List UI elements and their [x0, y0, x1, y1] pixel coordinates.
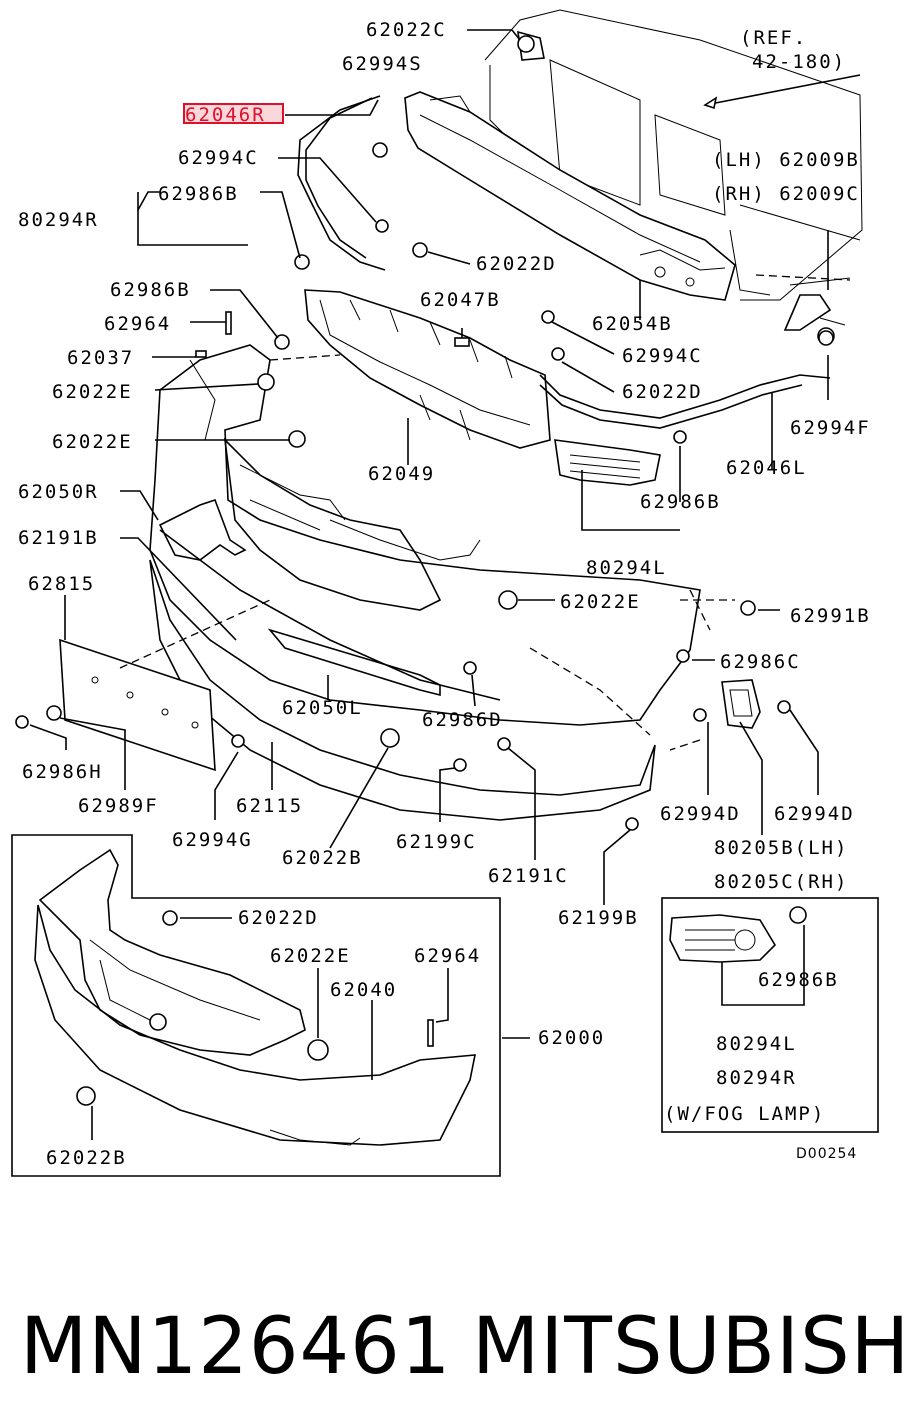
label-62191B: 62191B — [18, 527, 99, 549]
label-80205C: 80205C(RH) — [714, 871, 848, 893]
ref-label-1: (REF. — [740, 27, 807, 49]
label-62022D-3: 62022D — [238, 907, 319, 929]
label-62022D-2: 62022D — [622, 381, 703, 403]
label-62994G: 62994G — [172, 829, 253, 851]
label-62986C: 62986C — [720, 651, 801, 673]
label-62022E-2: 62022E — [52, 431, 133, 453]
label-62199C: 62199C — [396, 831, 477, 853]
ref-label-2: 42-180) — [752, 51, 846, 73]
ref-leader — [704, 74, 861, 106]
bumper-cover-main — [149, 344, 701, 726]
label-62994F: 62994F — [790, 417, 871, 439]
brand-name: MITSUBISHI — [472, 1302, 909, 1392]
label-62022C: 62022C — [366, 19, 447, 41]
inset-bumper-assembly — [11, 834, 530, 1177]
label-62022B-1: 62022B — [282, 847, 363, 869]
label-62191C: 62191C — [488, 865, 569, 887]
label-62050R: 62050R — [18, 481, 99, 503]
label-62047B: 62047B — [420, 289, 501, 311]
label-62991B: 62991B — [790, 605, 871, 627]
lower-cover-62115 — [149, 559, 656, 821]
ref-arrow-head — [703, 96, 718, 110]
bumper-reinforcement-beam — [404, 91, 736, 301]
label-80294R: 80294R — [18, 209, 99, 231]
label-62115: 62115 — [236, 795, 303, 817]
label-62046L: 62046L — [726, 457, 807, 479]
inset-fog-lamp — [661, 897, 879, 1133]
absorber-strip — [159, 529, 501, 701]
label-62009B: (LH) 62009B — [712, 149, 860, 171]
label-80205B: 80205B(LH) — [714, 837, 848, 859]
label-62046R: 62046R — [185, 104, 266, 126]
highlight-box — [183, 103, 284, 124]
label-62037: 62037 — [67, 347, 134, 369]
part-number: MN126461 — [20, 1302, 452, 1392]
label-62049: 62049 — [368, 463, 435, 485]
label-62986B-2: 62986B — [110, 279, 191, 301]
label-62815: 62815 — [28, 573, 95, 595]
label-fog-note: (W/FOG LAMP) — [664, 1103, 825, 1125]
label-80294R-2: 80294R — [716, 1067, 797, 1089]
label-62986H: 62986H — [22, 761, 103, 783]
highlight-fill — [184, 104, 283, 123]
grille-support-62049 — [304, 289, 551, 449]
label-62022B-2: 62022B — [46, 1147, 127, 1169]
label-62022E-1: 62022E — [52, 381, 133, 403]
label-62986B-1: 62986B — [158, 183, 239, 205]
footer: MN126461 MITSUBISHI — [0, 1262, 909, 1424]
label-62022D-1: 62022D — [476, 253, 557, 275]
label-62022E-4: 62022E — [270, 945, 351, 967]
label-62989F: 62989F — [78, 795, 159, 817]
label-80294L-1: 80294L — [586, 557, 667, 579]
leader-lines — [29, 29, 851, 905]
label-62040: 62040 — [330, 979, 397, 1001]
label-62009C: (RH) 62009C — [712, 183, 860, 205]
part-labels: (REF. 42-180) 62022C 62994S 62046R 62994… — [18, 19, 871, 1169]
bracket-62050R — [158, 498, 247, 561]
label-62964-2: 62964 — [414, 945, 481, 967]
label-62050L: 62050L — [282, 697, 363, 719]
fasteners — [15, 35, 834, 831]
label-62199B: 62199B — [558, 907, 639, 929]
bracket-62046L — [539, 374, 831, 429]
diagram-code: D00254 — [796, 1146, 857, 1162]
label-62986D: 62986D — [422, 709, 503, 731]
label-62994C-top: 62994C — [178, 147, 259, 169]
label-62986B-4: 62986B — [758, 969, 839, 991]
label-62964-1: 62964 — [104, 313, 171, 335]
fog-lamp-cover-left — [554, 439, 661, 486]
bracket-62050L — [267, 628, 441, 697]
label-62000: 62000 — [538, 1027, 605, 1049]
label-62994D-2: 62994D — [774, 803, 855, 825]
label-62994S: 62994S — [342, 53, 423, 75]
label-62994C-2: 62994C — [622, 345, 703, 367]
label-80294L-2: 80294L — [716, 1033, 797, 1055]
fog-bracket-80205 — [721, 679, 761, 729]
license-plate-bracket-62815 — [59, 638, 216, 772]
parts-diagram: (REF. 42-180) 62022C 62994S 62046R 62994… — [11, 9, 879, 1177]
label-62022E-3: 62022E — [560, 591, 641, 613]
label-62986B-3: 62986B — [640, 491, 721, 513]
label-62994D-1: 62994D — [660, 803, 741, 825]
label-62054B: 62054B — [592, 313, 673, 335]
